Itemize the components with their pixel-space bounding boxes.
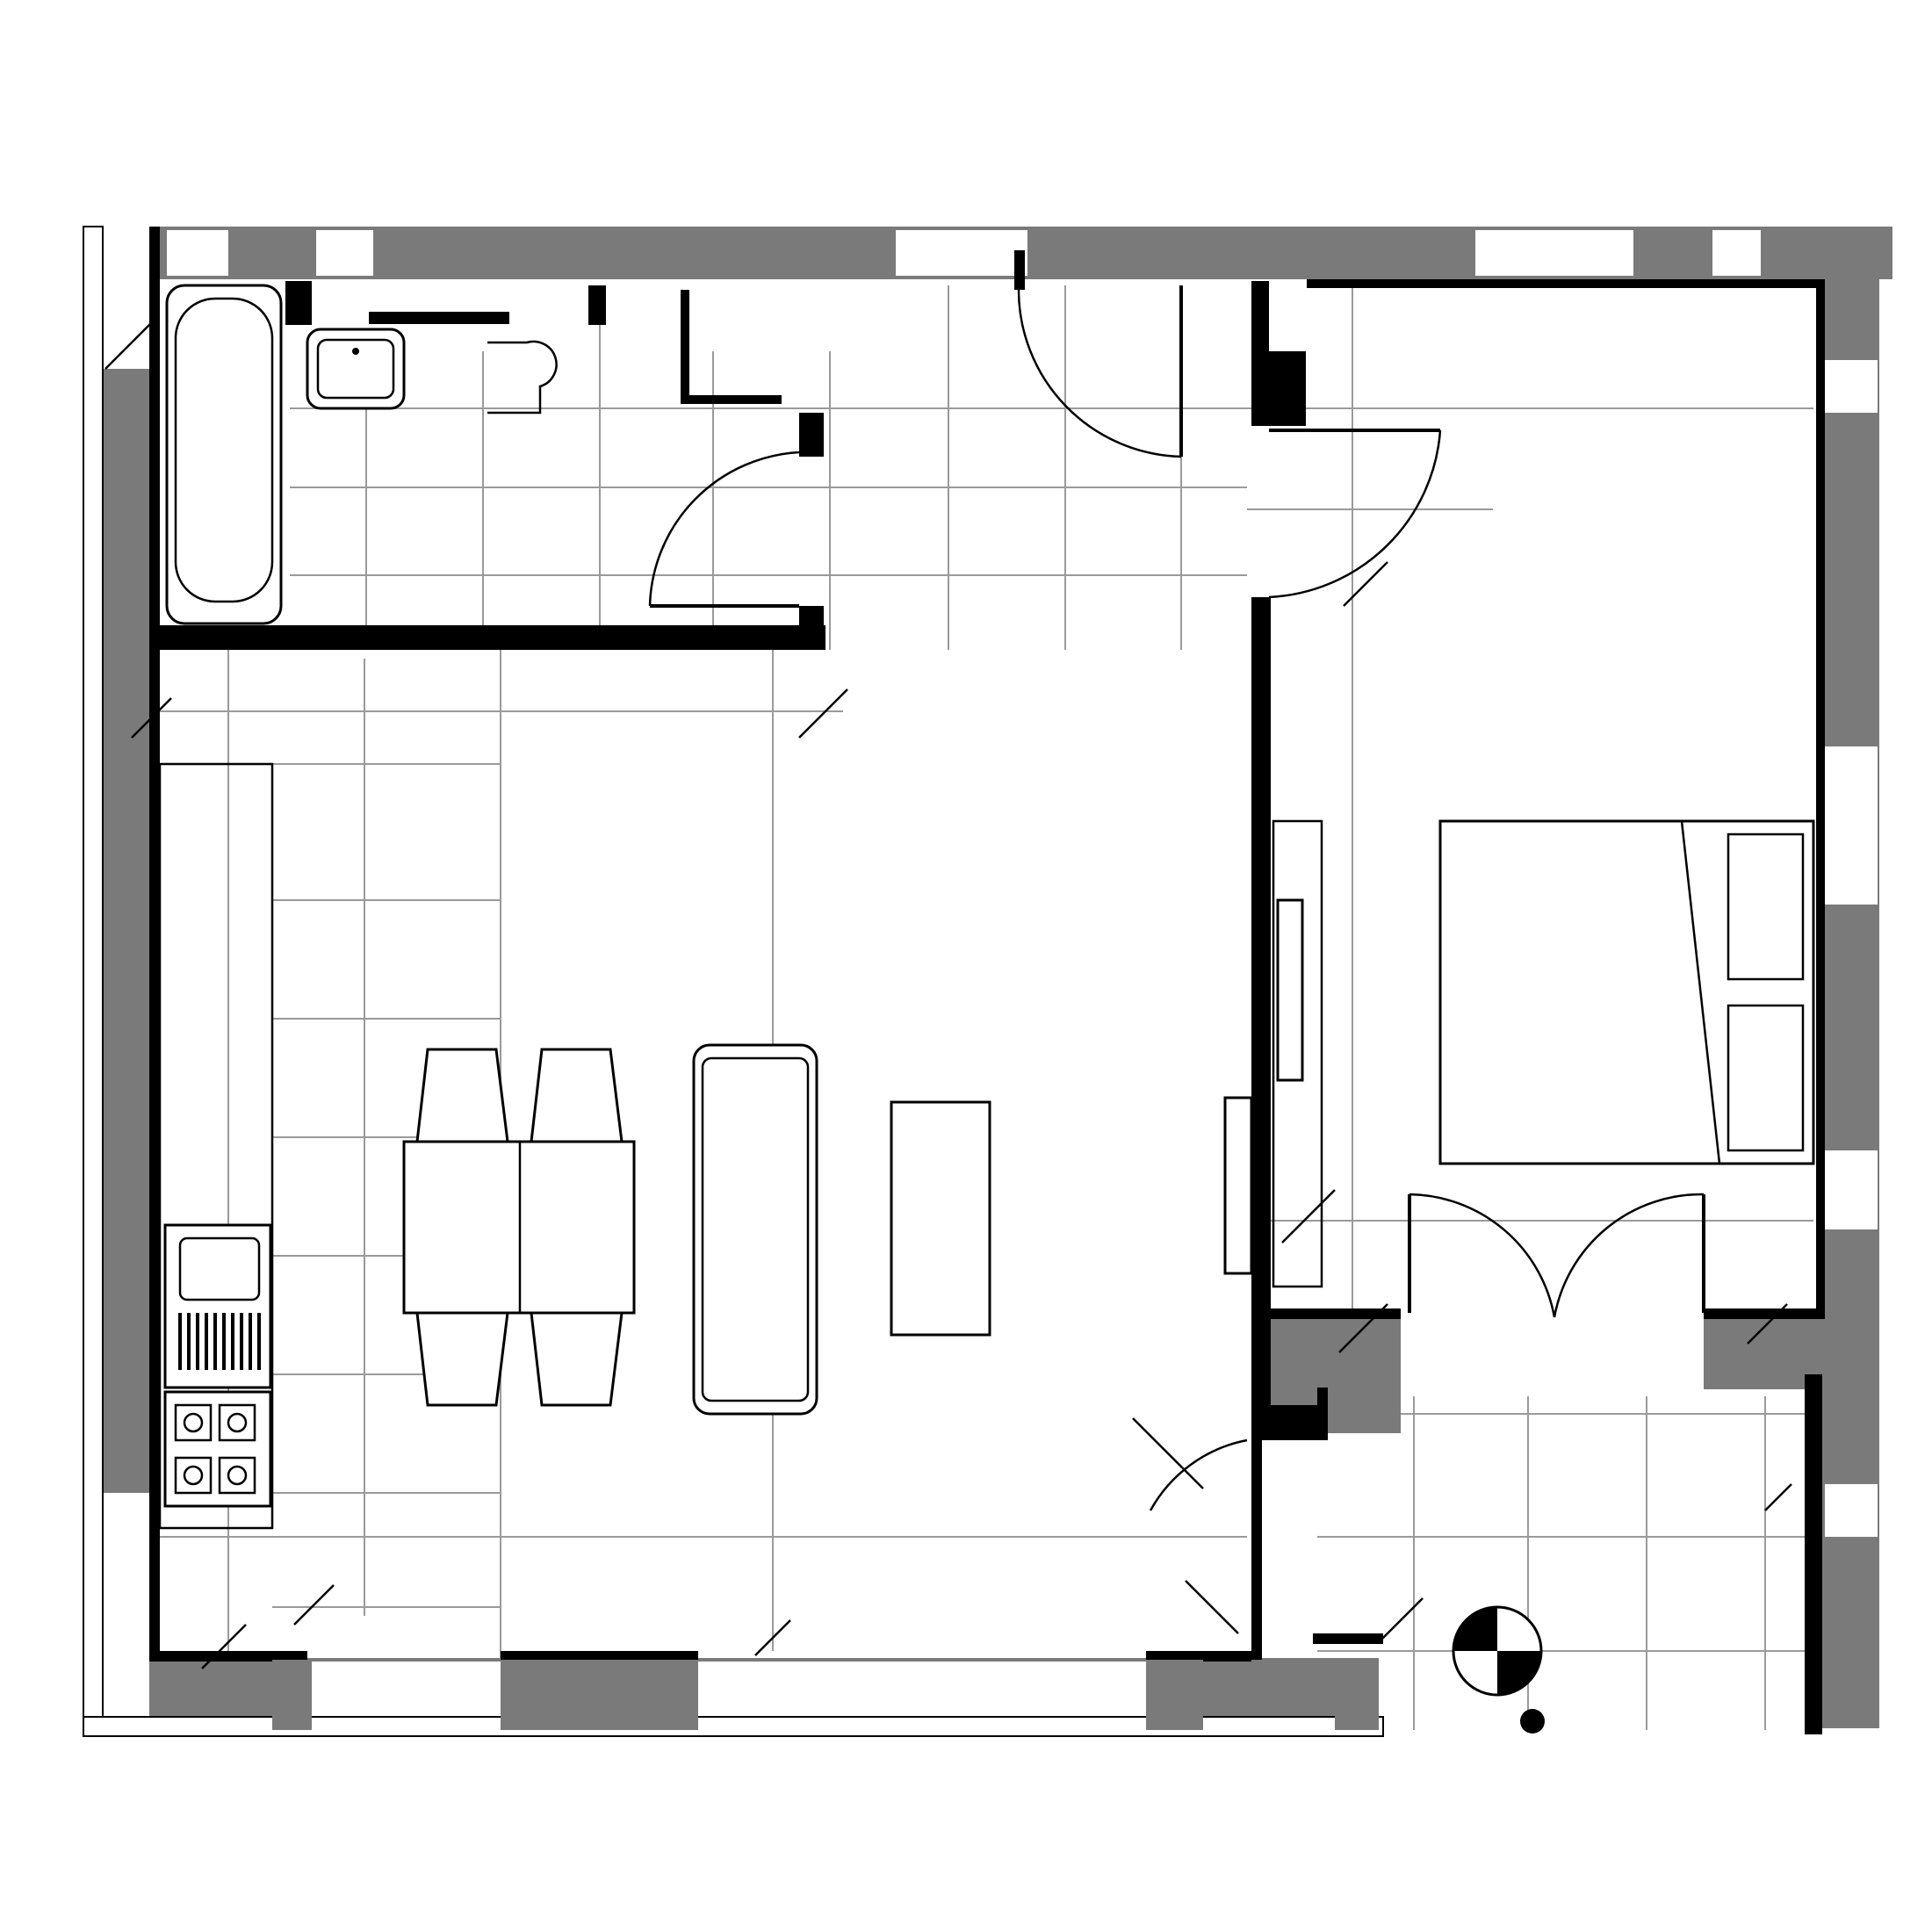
closet-wall-4 <box>799 606 824 650</box>
toilet <box>487 340 558 415</box>
pillar-bottom-1 <box>272 1660 312 1730</box>
right-window-3 <box>1825 1150 1878 1229</box>
coffee-table <box>890 1100 991 1337</box>
balcony-east-wall <box>1805 1374 1822 1734</box>
bedroom-south-wall-2 <box>1704 1308 1825 1319</box>
bathtub-inner <box>174 297 274 603</box>
left-wall-lower <box>149 650 160 1660</box>
balcony-west-wall <box>1313 1633 1383 1644</box>
wardrobe <box>1272 819 1323 1288</box>
bathroom-north-wall-2 <box>369 312 509 324</box>
chair-2 <box>530 1048 624 1143</box>
stove-burners <box>174 1403 256 1495</box>
bathroom-north-wall-3 <box>588 285 606 325</box>
balcony-door-swing-right <box>1553 1193 1705 1318</box>
blanket-fold <box>1680 820 1721 1164</box>
chair-1 <box>415 1048 509 1143</box>
bedroom-north-wall <box>1307 279 1825 288</box>
sofa-seat <box>701 1056 810 1402</box>
top-window-4 <box>1475 230 1633 276</box>
living-room <box>692 1043 1253 1416</box>
washing-machine-quadrant-1 <box>1453 1607 1497 1651</box>
bedroom-door-swing <box>1268 429 1442 599</box>
sink <box>306 328 406 410</box>
doors <box>648 285 1705 1511</box>
bedroom-east-wall <box>1816 279 1825 1316</box>
kitchen <box>158 762 274 1530</box>
sink-basin <box>316 338 395 400</box>
bottom-wall-mid <box>501 1651 698 1662</box>
stove <box>163 1390 272 1508</box>
top-window-2 <box>316 230 373 276</box>
bottom-wall-right <box>1146 1651 1251 1662</box>
top-window-3 <box>896 230 1027 276</box>
chair-4 <box>530 1311 624 1407</box>
interior-walls <box>149 227 1825 1734</box>
desk <box>1276 898 1304 1082</box>
bedroom-south-wall-1 <box>1269 1308 1401 1319</box>
top-window-5 <box>1712 230 1761 276</box>
bathroom-door-swing <box>648 451 800 607</box>
bottom-hatch-strip <box>83 1716 1384 1737</box>
bed <box>1438 819 1815 1165</box>
bathroom-south-wall <box>149 625 825 650</box>
bottom-window-1 <box>312 1662 501 1727</box>
right-window-2 <box>1825 746 1878 905</box>
hall-door-swing <box>1017 289 1182 458</box>
tv-unit <box>1223 1096 1253 1275</box>
pier-2 <box>1704 1319 1822 1389</box>
pillar-bottom-4 <box>1335 1660 1379 1730</box>
drain-board <box>178 1313 261 1370</box>
right-window-4 <box>1825 1484 1878 1537</box>
bottom-wall-balcony <box>1251 1440 1262 1660</box>
left-exterior-wall <box>101 369 154 1493</box>
balcony-door-swing-left <box>1409 1193 1556 1318</box>
bedroom-west-wall <box>1251 597 1271 1440</box>
closet-wall-5 <box>1014 250 1025 290</box>
kitchen-sink-unit <box>163 1223 272 1389</box>
closet-wall-1 <box>681 290 689 400</box>
pillow-2 <box>1727 1004 1805 1152</box>
bottom-wall-left <box>149 1651 307 1662</box>
left-wall <box>149 227 160 626</box>
pillar-bottom-2 <box>501 1660 698 1730</box>
bathroom-fixtures <box>165 284 558 625</box>
floor-drain <box>1520 1709 1545 1734</box>
balcony <box>1452 1605 1545 1734</box>
bedroom <box>1272 819 1815 1288</box>
living-door-swing <box>1149 1438 1248 1511</box>
right-window-1 <box>1825 360 1878 413</box>
top-window-1 <box>167 230 228 276</box>
kitchen-sink-basin <box>178 1236 261 1301</box>
bathtub <box>165 284 283 625</box>
bedroom-entry-wall <box>1251 1405 1322 1440</box>
closet-wall-3 <box>799 413 824 457</box>
closet-wall-2 <box>681 395 782 404</box>
left-hatch-strip <box>83 226 104 1720</box>
sofa <box>692 1043 818 1416</box>
kitchen-counter <box>158 762 274 1530</box>
pillow-1 <box>1727 833 1805 981</box>
bathroom-north-wall-1 <box>285 281 312 325</box>
bedroom-west-wall-inner <box>1269 351 1306 426</box>
sink-drain <box>352 348 359 355</box>
chair-3 <box>415 1311 509 1407</box>
washing-machine-quadrant-2 <box>1497 1651 1541 1695</box>
dining-set <box>402 1048 636 1407</box>
bedroom-west-wall-upper <box>1251 281 1269 426</box>
pillar-bottom-3 <box>1146 1660 1203 1730</box>
bottom-window-2 <box>698 1662 1146 1727</box>
dimension-ticks <box>105 320 1792 1669</box>
